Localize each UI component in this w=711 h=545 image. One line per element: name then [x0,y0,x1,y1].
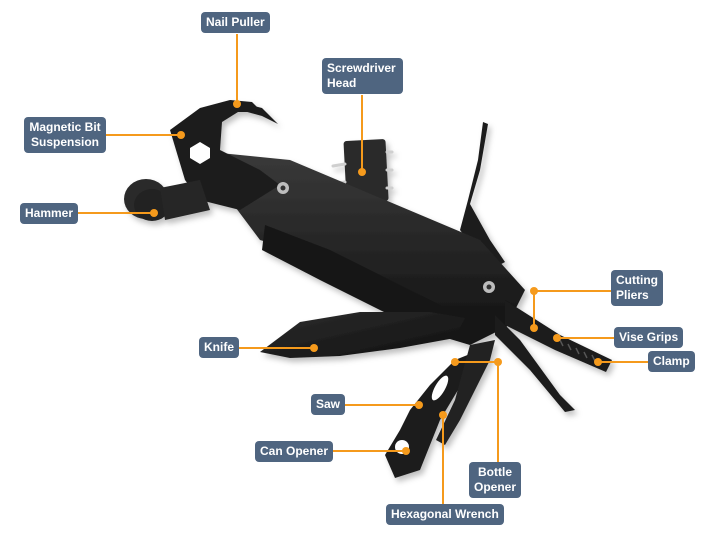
label-magnetic-bit-suspension: Magnetic Bit Suspension [24,117,106,153]
tool-body [124,100,612,478]
label-vise-grips: Vise Grips [614,327,684,348]
label-knife: Knife [199,337,239,358]
label-clamp: Clamp [648,351,695,372]
label-hexagonal-wrench: Hexagonal Wrench [386,504,504,525]
label-nail-puller: Nail Puller [201,12,270,33]
leader-dots [150,100,602,455]
label-cutting-pliers: Cutting Pliers [611,270,663,306]
label-screwdriver-head: Screwdriver Head [322,58,403,94]
label-bottle-opener: Bottle Opener [469,462,521,498]
label-can-opener: Can Opener [255,441,334,462]
label-saw: Saw [311,394,346,415]
label-hammer: Hammer [20,203,79,224]
